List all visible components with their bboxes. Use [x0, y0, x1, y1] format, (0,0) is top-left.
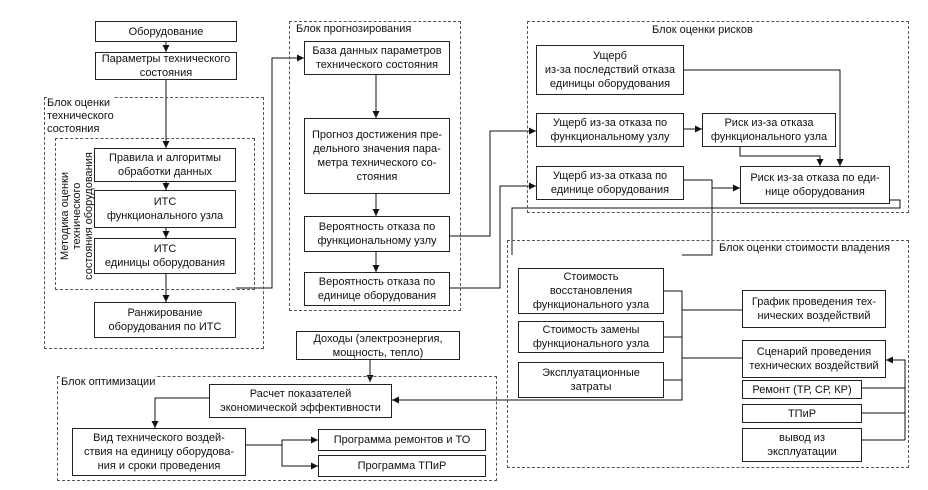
group-forecast-label: Блок прогнозирования [296, 23, 412, 36]
box-tpir-program: Программа ТПиР [318, 455, 486, 477]
group-tech-state [44, 97, 264, 349]
group-ownership [507, 240, 909, 468]
group-method-label: Методика оценки технического состояния о… [59, 152, 95, 280]
group-optimization-label: Блок оптимизации [61, 376, 156, 389]
box-ranking: Ранжирование оборудования по ИТС [94, 302, 236, 338]
box-its-equipment: ИТС единицы оборудования [94, 238, 236, 274]
box-forecast-limit: Прогноз достижения пре- дельного значени… [304, 118, 450, 194]
box-tpir: ТПиР [742, 404, 862, 423]
group-optimization [57, 376, 497, 481]
group-ownership-label: Блок оценки стоимости владения [719, 242, 891, 255]
box-damage-consequences: Ущерб из-за последствий отказа единицы о… [536, 45, 684, 95]
box-equipment: Оборудование [95, 21, 237, 42]
group-forecast [289, 21, 461, 311]
box-prob-equipment: Вероятность отказа по единице оборудован… [304, 272, 450, 306]
box-database: База данных параметров технического сост… [304, 41, 450, 75]
box-efficiency: Расчет показателей экономической эффекти… [209, 384, 392, 418]
box-restore-cost: Стоимость восстановления функционального… [518, 268, 664, 314]
box-replace-cost: Стоимость замены функционального узла [518, 321, 664, 353]
box-income: Доходы (электроэнергия, мощность, тепло) [296, 331, 460, 360]
group-method [55, 138, 255, 290]
box-impact-type: Вид технического воздей- ствия на единиц… [72, 428, 246, 476]
box-prob-unit: Вероятность отказа по функциональному уз… [304, 216, 450, 252]
box-decommission: вывод из эксплуатации [742, 428, 862, 462]
box-rules: Правила и алгоритмы обработки данных [94, 148, 236, 182]
group-risk [527, 21, 909, 213]
group-tech-state-label: Блок оценки технического состояния [47, 97, 114, 136]
box-operating-costs: Эксплуатационные затраты [518, 362, 664, 398]
box-tech-params: Параметры технического состояния [95, 52, 237, 80]
box-risk-unit: Риск из-за отказа функционального узла [702, 113, 836, 147]
box-repair: Ремонт (ТР, СР, КР) [742, 380, 862, 399]
box-damage-unit: Ущерб из-за отказа по функциональному уз… [536, 113, 684, 147]
box-scenario: Сценарий проведения технических воздейст… [742, 340, 886, 378]
box-risk-equipment: Риск из-за отказа по еди- нице оборудова… [740, 166, 890, 204]
group-risk-label: Блок оценки рисков [652, 24, 753, 37]
box-damage-equipment: Ущерб из-за отказа по единице оборудован… [536, 166, 684, 200]
box-schedule: График проведения тех- нических воздейст… [742, 290, 886, 328]
box-its-unit: ИТС функционального узла [94, 190, 236, 228]
box-repair-program: Программа ремонтов и ТО [318, 429, 486, 451]
